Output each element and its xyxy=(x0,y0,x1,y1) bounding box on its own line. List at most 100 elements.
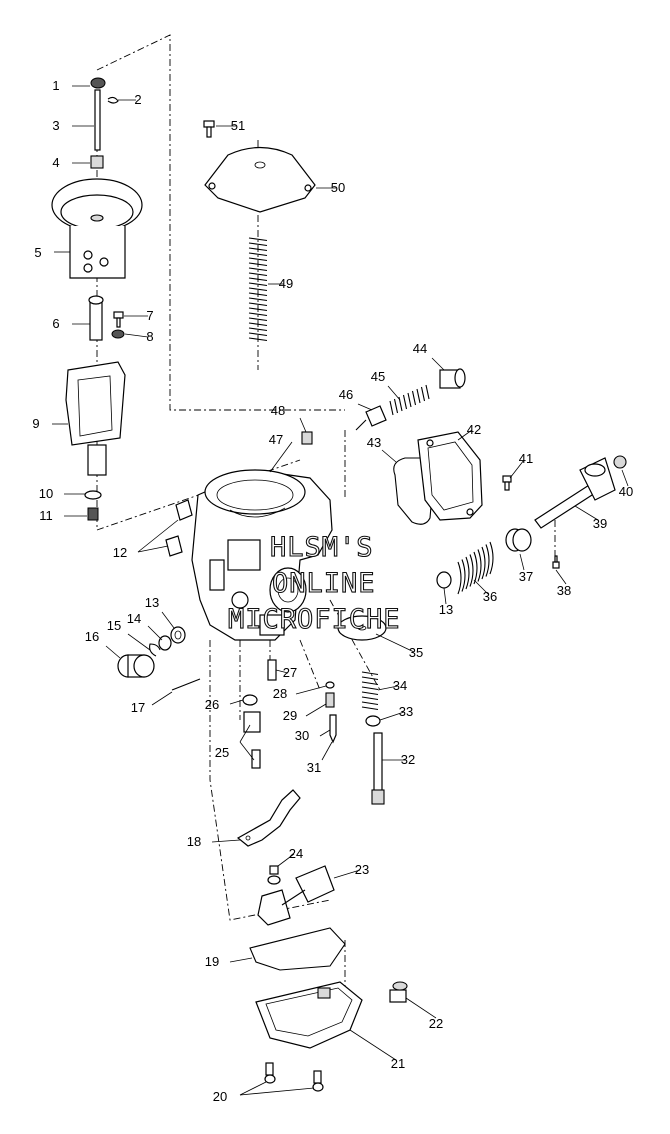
leader-line xyxy=(377,685,399,691)
callout-number: 48 xyxy=(271,403,285,418)
callout-number: 16 xyxy=(85,629,99,644)
jets-center xyxy=(242,615,387,805)
leader-line xyxy=(229,699,244,705)
leader-line xyxy=(473,579,489,595)
leader-line xyxy=(319,729,331,737)
part-20-screws xyxy=(264,1062,324,1092)
leader-line xyxy=(621,469,629,487)
right-side-parts xyxy=(355,368,627,595)
part-9-slide xyxy=(65,361,126,476)
part-39-shaft xyxy=(534,457,616,529)
plunger-assembly xyxy=(51,77,143,521)
part-25-needle-jet xyxy=(243,711,261,769)
part-16-knob xyxy=(117,654,155,678)
leader-line xyxy=(105,645,121,659)
callout-number: 38 xyxy=(557,583,571,598)
leader-line xyxy=(321,741,333,761)
part-32-screw xyxy=(371,732,385,805)
part-38-screw xyxy=(552,555,560,569)
watermark-line-1: HLSM'S xyxy=(270,532,374,563)
callout-number: 26 xyxy=(205,697,219,712)
part-13-washer xyxy=(170,626,186,644)
callout-number: 36 xyxy=(483,589,497,604)
part-1-cap xyxy=(90,77,106,89)
callout-number: 31 xyxy=(307,760,321,775)
callout-number: 35 xyxy=(409,645,423,660)
leader-line xyxy=(269,441,293,473)
callout-number: 49 xyxy=(279,276,293,291)
leader-line xyxy=(357,403,373,411)
part-12-caps xyxy=(165,499,193,557)
leader-line xyxy=(333,869,361,879)
leader-line xyxy=(229,957,253,963)
callout-number: 43 xyxy=(367,435,381,450)
callout-number: 23 xyxy=(355,862,369,877)
callout-number: 2 xyxy=(134,92,141,107)
part-28-ring xyxy=(325,681,335,689)
part-8-washer xyxy=(111,329,125,339)
leader-line xyxy=(161,611,175,629)
part-18-bracket xyxy=(236,789,301,847)
pilot-parts-left xyxy=(117,626,201,691)
callout-number: 27 xyxy=(283,665,297,680)
leader-line xyxy=(299,417,307,433)
callout-number: 46 xyxy=(339,387,353,402)
part-29-spring xyxy=(325,692,335,708)
leader-line xyxy=(349,1029,397,1061)
carburetor-body xyxy=(165,431,333,641)
part-44-fitting xyxy=(439,368,466,389)
part-34-spring xyxy=(361,671,379,711)
callout-number: 41 xyxy=(519,451,533,466)
part-7-screw xyxy=(113,311,124,328)
part-2-clip xyxy=(107,96,119,104)
part-35-diaphragm xyxy=(337,615,387,641)
watermark-line-3: MICROFICHE xyxy=(228,604,401,635)
leader-line xyxy=(211,839,241,843)
part-10-oring xyxy=(84,490,102,500)
leader-line xyxy=(239,1081,267,1096)
part-22-fitting xyxy=(389,981,408,1003)
callout-number: 50 xyxy=(331,180,345,195)
leader-line xyxy=(239,1087,315,1096)
callout-number: 14 xyxy=(127,611,141,626)
leader-line xyxy=(431,357,445,371)
part-3-needle xyxy=(94,89,101,151)
part-23-float xyxy=(257,865,335,926)
leader-line xyxy=(277,853,295,867)
callout-number: 30 xyxy=(295,728,309,743)
callout-number: 8 xyxy=(146,329,153,344)
part-13b-washer xyxy=(436,571,452,589)
callout-number: 18 xyxy=(187,834,201,849)
part-50-cover xyxy=(204,146,316,213)
part-4-collar xyxy=(90,155,104,169)
part-46-plunger xyxy=(355,405,387,431)
callout-number: 10 xyxy=(39,486,53,501)
callout-number: 17 xyxy=(131,700,145,715)
part-47-plug xyxy=(301,431,313,445)
float-bowl-assembly xyxy=(236,789,408,1092)
part-40-plug xyxy=(613,455,627,469)
part-49-spring xyxy=(248,237,268,342)
leader-line xyxy=(381,449,397,463)
callout-number: 37 xyxy=(519,569,533,584)
callout-number: 12 xyxy=(113,545,127,560)
callout-number: 13 xyxy=(145,595,159,610)
part-11-jet xyxy=(87,507,99,521)
part-6-guide xyxy=(88,295,104,341)
part-37-ring xyxy=(505,528,532,552)
part-14-ring xyxy=(158,635,172,651)
callout-number: 1 xyxy=(52,78,59,93)
leader-line xyxy=(137,545,169,553)
part-51-screw xyxy=(203,120,215,138)
callout-number: 28 xyxy=(273,686,287,701)
callout-number: 3 xyxy=(52,118,59,133)
callout-number: 9 xyxy=(32,416,39,431)
callout-number: 19 xyxy=(205,954,219,969)
leader-lines xyxy=(52,85,629,1096)
leader-line xyxy=(127,633,151,651)
callout-number: 15 xyxy=(107,618,121,633)
callout-number: 4 xyxy=(52,155,59,170)
leader-line xyxy=(387,385,401,401)
callout-number: 5 xyxy=(34,245,41,260)
